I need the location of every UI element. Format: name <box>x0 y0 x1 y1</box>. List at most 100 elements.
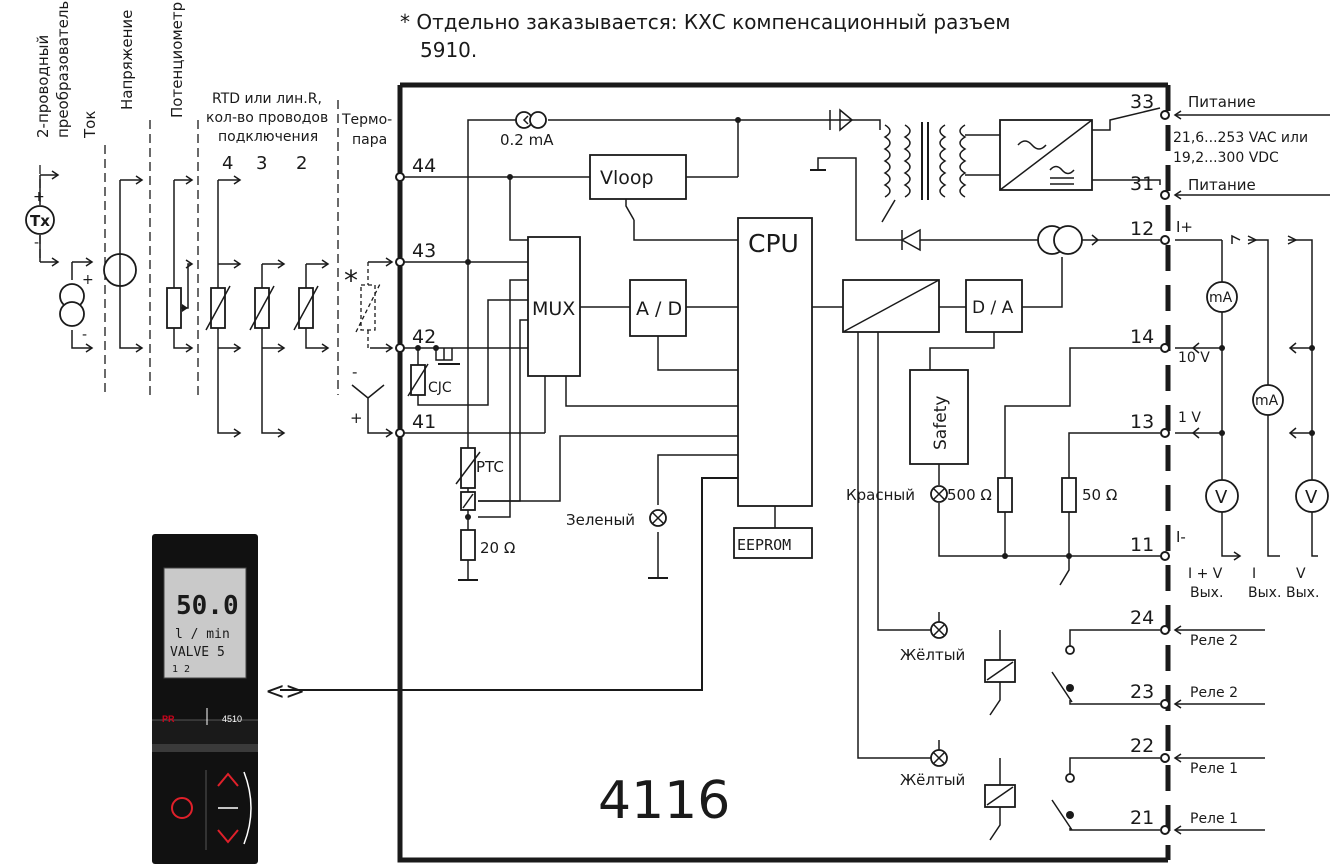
voltmeter-icon <box>1205 479 1239 513</box>
svg-text:44: 44 <box>412 155 436 177</box>
comm-arrow: <> <box>265 677 305 705</box>
thermocouple-icon <box>351 384 394 438</box>
terminal-44[interactable]: 44 <box>395 155 436 182</box>
svg-text:A / D: A / D <box>636 298 682 320</box>
svg-text:+: + <box>350 409 363 427</box>
svg-text:V: V <box>1215 487 1228 508</box>
svg-text:14: 14 <box>1130 326 1154 348</box>
transmitter-icon <box>25 205 55 235</box>
supply-range-2: 19,2...300 VDC <box>1173 150 1279 166</box>
out-col3-line1: V <box>1296 566 1306 582</box>
out-col1-line2: Вых. <box>1190 585 1223 601</box>
potentiometer-icon <box>166 287 182 329</box>
terminal-33[interactable]: 33 <box>1130 91 1170 120</box>
terminal-12[interactable]: 12 <box>1130 218 1170 245</box>
lcd-screen <box>163 567 247 679</box>
svg-text:24: 24 <box>1130 607 1154 629</box>
lcd-tag: VALVE 5 <box>170 645 225 660</box>
i-plus-label: I+ <box>1176 218 1193 236</box>
down-button[interactable] <box>217 829 239 844</box>
cpu-block[interactable] <box>737 217 813 507</box>
terminal-13[interactable]: 13 <box>1130 411 1170 438</box>
svg-text:41: 41 <box>412 411 436 433</box>
svg-text:-: - <box>82 327 87 343</box>
svg-text:11: 11 <box>1130 534 1154 556</box>
out-col1-line1: I + V <box>1188 566 1223 582</box>
svg-text:+: + <box>33 189 45 205</box>
svg-text:22: 22 <box>1130 735 1154 757</box>
transformer-icon <box>881 122 967 223</box>
green-led-label: Зеленый <box>566 511 635 529</box>
svg-text:12: 12 <box>1130 218 1154 240</box>
svg-text:-: - <box>34 235 39 251</box>
svg-text:CPU: CPU <box>748 229 799 258</box>
supply-range-1: 21,6...253 VAC или <box>1173 130 1308 146</box>
label-rtd-2: кол-во проводов <box>206 110 328 126</box>
relay-label-23: Реле 2 <box>1190 685 1238 701</box>
svg-text:EEPROM: EEPROM <box>737 536 791 554</box>
terminal-14[interactable]: 14 <box>1130 326 1170 353</box>
enter-button[interactable] <box>171 797 193 819</box>
terminal-21[interactable]: 21 <box>1130 807 1170 835</box>
mux-block[interactable] <box>527 236 581 377</box>
footnote-line2: 5910. <box>420 38 477 62</box>
relay-contact-1 <box>1051 757 1160 831</box>
relay-contact-2 <box>1051 629 1160 705</box>
yellow-led-label-1: Жёлтый <box>900 646 965 664</box>
label-potentiometer: Потенциометр <box>168 2 186 118</box>
svg-text:21: 21 <box>1130 807 1154 829</box>
out-col2-line2: Вых. <box>1248 585 1281 601</box>
up-button[interactable] <box>217 772 239 787</box>
terminal-11[interactable]: 11 <box>1130 534 1170 561</box>
svg-text:43: 43 <box>412 240 436 262</box>
safety-block[interactable] <box>909 369 969 465</box>
supply-label-1: Питание <box>1188 93 1256 111</box>
ad-converter-block[interactable] <box>629 279 687 337</box>
terminal-31[interactable]: 31 <box>1130 173 1170 200</box>
svg-text:33: 33 <box>1130 91 1154 113</box>
svg-text:V: V <box>1305 487 1318 508</box>
svg-text:+: + <box>82 272 94 288</box>
svg-text:-: - <box>352 363 357 381</box>
red-led-label: Красный <box>846 486 915 504</box>
terminal-23[interactable]: 23 <box>1130 681 1170 709</box>
lcd-status: 1 2 <box>172 664 190 675</box>
label-current: Ток <box>81 111 99 139</box>
label-rtd-1: RTD или лин.R, <box>212 91 322 107</box>
label-transmitter: преобразователь <box>54 1 72 138</box>
lcd-value: 50.0 <box>176 591 239 621</box>
relay-label-22: Реле 1 <box>1190 761 1238 777</box>
out-col2-line1: I <box>1252 566 1256 582</box>
brand-logo: PR <box>162 714 175 724</box>
current-source-label: 0.2 mA <box>500 131 554 149</box>
terminal-24[interactable]: 24 <box>1130 607 1170 635</box>
yellow-led-label-2: Жёлтый <box>900 771 965 789</box>
label-rtd-3: подключения <box>218 129 318 145</box>
svg-text:23: 23 <box>1130 681 1154 703</box>
v10-label: 10 V <box>1178 350 1210 366</box>
display-model: 4510 <box>222 714 242 724</box>
ma-meter-icon <box>1206 281 1238 313</box>
label-thermo-1: Термо- <box>341 112 392 128</box>
svg-text:mA: mA <box>1255 393 1279 409</box>
terminal-42[interactable]: 42 <box>395 326 436 353</box>
diode-icon <box>829 108 854 132</box>
wire-count-2: 2 <box>296 153 307 174</box>
tx-label: Tx <box>30 212 50 230</box>
terminal-22[interactable]: 22 <box>1130 735 1170 763</box>
terminal-43[interactable]: 43 <box>395 240 436 267</box>
eeprom-block[interactable] <box>733 527 813 559</box>
svg-text:Vloop: Vloop <box>600 167 654 189</box>
relay-label-21: Реле 1 <box>1190 811 1238 827</box>
svg-text:42: 42 <box>412 326 436 348</box>
svg-text:31: 31 <box>1130 173 1154 195</box>
svg-text:13: 13 <box>1130 411 1154 433</box>
out-col3-line2: Вых. <box>1286 585 1319 601</box>
wire-count-3: 3 <box>256 153 267 174</box>
svg-text:Safety: Safety <box>931 396 951 450</box>
ma-meter-icon-2 <box>1252 384 1284 416</box>
resistor-50-label: 50 Ω <box>1082 486 1117 504</box>
vloop-block[interactable] <box>589 154 687 200</box>
label-two-wire: 2-проводный <box>34 35 52 138</box>
